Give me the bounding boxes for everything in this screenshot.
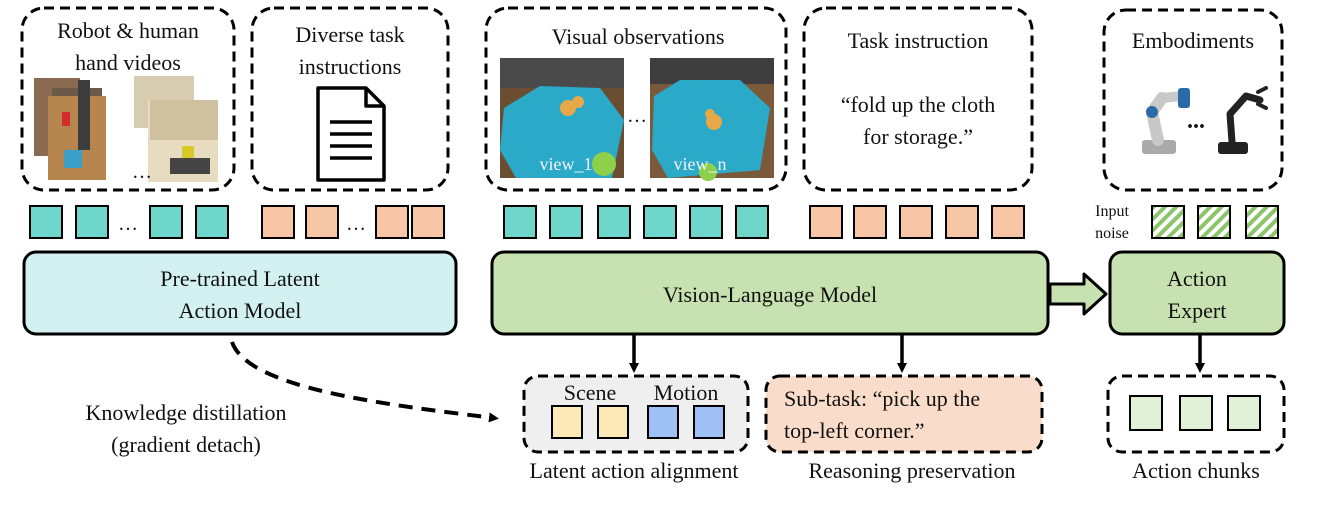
input-noise-line1: Input [1095, 203, 1129, 220]
reasoning-caption: Reasoning preservation [808, 458, 1015, 483]
embodiments-title: Embodiments [1132, 28, 1254, 53]
tasks-title-line2: instructions [299, 54, 402, 79]
task-tokens-ellipsis: … [346, 213, 366, 235]
subtask-line2: top-left corner.” [784, 418, 925, 443]
visual-title: Visual observations [552, 24, 725, 49]
action-expert: Action Expert [1108, 250, 1286, 336]
vision-language-model: Vision-Language Model [490, 250, 1050, 336]
views-ellipsis: … [627, 105, 647, 127]
task-instruction-box: Task instruction “fold up the cloth for … [802, 6, 1034, 192]
vlm-to-expert-arrow [1048, 272, 1108, 316]
expert-label-line2: Expert [1168, 298, 1227, 323]
latent-alignment-box: Scene Motion [522, 374, 750, 454]
video-tokens-ellipsis: … [118, 213, 138, 235]
robot-arm-1-icon [1142, 88, 1190, 154]
document-icon [316, 86, 386, 182]
latent-action-model: Pre-trained Latent Action Model [22, 250, 458, 336]
latent-caption: Latent action alignment [530, 458, 739, 483]
lam-label-line1: Pre-trained Latent [160, 266, 319, 291]
tasks-title-line1: Diverse task [295, 22, 404, 47]
robot-arm-2-icon [1218, 86, 1268, 154]
view-n-label: view_n [674, 154, 727, 174]
embodiments-box: Embodiments ... [1102, 8, 1284, 192]
embodiments-ellipsis: ... [1187, 108, 1205, 134]
view-1-image: view_1 [500, 58, 624, 178]
video-tokens: … [29, 205, 229, 239]
motion-label: Motion [654, 380, 719, 405]
chunks-caption: Action chunks [1132, 458, 1260, 483]
videos-title-line2: hand videos [75, 50, 181, 75]
visual-tokens [503, 205, 769, 239]
visual-observations-box: Visual observations view_1 … view_n [484, 6, 788, 192]
distillation-arrow [230, 341, 499, 423]
instruction-line1: “fold up the cloth [841, 92, 996, 117]
distill-label-line1: Knowledge distillation [85, 400, 286, 425]
instruction-tokens [809, 205, 1025, 239]
scene-label: Scene [564, 380, 617, 405]
subtask-box: Sub-task: “pick up the top-left corner.” [764, 374, 1044, 454]
videos-title-line1: Robot & human [57, 18, 199, 43]
distill-label-line2: (gradient detach) [111, 432, 261, 457]
videos-box: Robot & human hand videos … [20, 6, 236, 192]
view-n-image: view_n [650, 58, 774, 181]
input-noise-line2: noise [1095, 225, 1129, 242]
instruction-line2: for storage.” [863, 124, 973, 149]
noise-tokens: Input noise [1095, 203, 1279, 242]
videos-ellipsis: … [132, 161, 152, 183]
lam-label-line2: Action Model [179, 298, 302, 323]
vlm-label: Vision-Language Model [663, 282, 877, 307]
view-1-label: view_1 [540, 154, 593, 174]
subtask-line1: Sub-task: “pick up the [784, 386, 980, 411]
task-tokens: … [261, 205, 445, 239]
tasks-box: Diverse task instructions [250, 6, 450, 192]
action-chunks-box [1106, 374, 1286, 454]
video-thumbnails: … [34, 76, 218, 183]
instruction-title: Task instruction [848, 28, 989, 53]
expert-label-line1: Action [1167, 266, 1227, 291]
